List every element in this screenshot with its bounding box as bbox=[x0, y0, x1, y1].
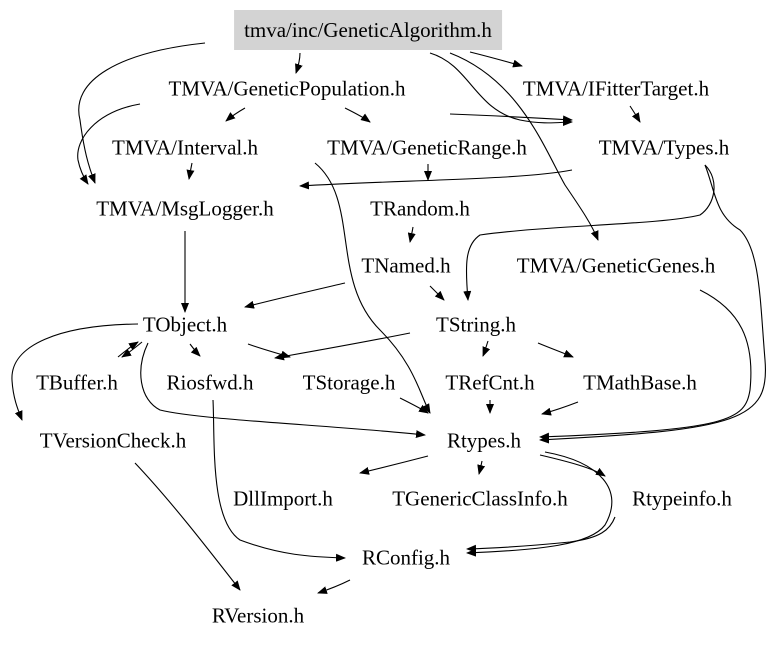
node-genetic-algorithm[interactable]: tmva/inc/GeneticAlgorithm.h bbox=[234, 10, 502, 50]
edge-interval-to-msglogger bbox=[186, 162, 195, 180]
node-rconfig[interactable]: RConfig.h bbox=[361, 545, 451, 570]
edge-rtypes-to-rconfig bbox=[466, 451, 613, 557]
edge-tobject-to-tversioncheck bbox=[11, 323, 139, 421]
node-trandom[interactable]: TRandom.h bbox=[370, 196, 470, 221]
edge-trandom-to-tnamed bbox=[407, 226, 416, 243]
node-tobject[interactable]: TObject.h bbox=[142, 312, 228, 337]
node-tmathbase[interactable]: TMathBase.h bbox=[583, 370, 697, 395]
node-interval[interactable]: TMVA/Interval.h bbox=[111, 135, 259, 160]
edge-geneticgenes-to-rtypes bbox=[539, 289, 752, 441]
node-tnamed[interactable]: TNamed.h bbox=[361, 253, 451, 278]
edge-geneticpopulation-to-types bbox=[449, 113, 573, 124]
edge-root-to-geneticpopulation bbox=[295, 52, 303, 74]
edge-root-to-ifittertarget bbox=[469, 51, 523, 68]
edge-geneticpopulation-to-interval bbox=[225, 107, 246, 122]
node-rtypeinfo[interactable]: Rtypeinfo.h bbox=[632, 486, 732, 511]
edge-tobject-to-riosfwd bbox=[189, 343, 201, 357]
edge-types-to-msglogger bbox=[299, 169, 573, 190]
edge-root-to-msglogger bbox=[78, 42, 206, 184]
edge-ifittertarget-to-types bbox=[629, 105, 641, 123]
edge-geneticpopulation-to-geneticrange bbox=[344, 107, 371, 123]
edge-tobject-to-rtypes bbox=[140, 342, 426, 439]
node-genetic-population[interactable]: TMVA/GeneticPopulation.h bbox=[168, 76, 406, 101]
edge-geneticpopulation-to-msglogger bbox=[77, 103, 141, 185]
node-tbuffer[interactable]: TBuffer.h bbox=[36, 370, 118, 395]
edge-tbuffer-to-tobject bbox=[117, 341, 139, 358]
edge-tstring-to-tmathbase bbox=[537, 342, 574, 358]
edge-tnamed-to-tstring bbox=[429, 285, 445, 301]
node-msg-logger[interactable]: TMVA/MsgLogger.h bbox=[96, 196, 274, 221]
edge-tstring-to-trefcnt bbox=[482, 340, 491, 357]
node-tgenericclassinfo[interactable]: TGenericClassInfo.h bbox=[392, 486, 568, 511]
node-rtypes[interactable]: Rtypes.h bbox=[446, 428, 522, 453]
edge-types-to-tstring bbox=[463, 164, 715, 301]
node-tstring[interactable]: TString.h bbox=[436, 312, 516, 337]
edge-types-to-rtypes bbox=[539, 164, 767, 444]
node-tstorage[interactable]: TStorage.h bbox=[302, 370, 396, 395]
edge-tstorage-to-rtypes bbox=[399, 397, 429, 414]
edge-rtypes-to-rtypeinfo bbox=[539, 454, 606, 477]
node-rversion[interactable]: RVersion.h bbox=[211, 603, 305, 628]
edge-riosfwd-to-rconfig bbox=[212, 399, 346, 562]
edge-tnamed-to-tobject bbox=[244, 282, 346, 309]
node-genetic-range[interactable]: TMVA/GeneticRange.h bbox=[327, 135, 527, 160]
edge-tobject-to-tbuffer bbox=[121, 341, 143, 358]
node-tversioncheck[interactable]: TVersionCheck.h bbox=[39, 428, 187, 453]
node-types[interactable]: TMVA/Types.h bbox=[598, 135, 730, 160]
edge-interval-to-rtypes bbox=[314, 162, 431, 414]
node-dllimport[interactable]: DllImport.h bbox=[233, 486, 333, 511]
edge-tobject-to-tstorage bbox=[247, 343, 291, 359]
edge-tmathbase-to-rtypes bbox=[541, 401, 579, 416]
edge-tstring-to-tstorage bbox=[274, 332, 411, 361]
edge-rtypes-to-dllimport bbox=[359, 455, 429, 475]
node-ifitter-target[interactable]: TMVA/IFitterTarget.h bbox=[522, 76, 710, 101]
node-riosfwd[interactable]: Riosfwd.h bbox=[166, 370, 254, 395]
edge-tversioncheck-to-rversion bbox=[134, 462, 241, 591]
edge-rconfig-to-rversion bbox=[317, 579, 351, 594]
edge-rtypeinfo-to-rconfig bbox=[466, 516, 616, 553]
node-genetic-genes[interactable]: TMVA/GeneticGenes.h bbox=[516, 253, 716, 278]
edge-rtypes-to-tgenericclassinfo bbox=[477, 460, 486, 475]
node-trefcnt[interactable]: TRefCnt.h bbox=[445, 370, 535, 395]
